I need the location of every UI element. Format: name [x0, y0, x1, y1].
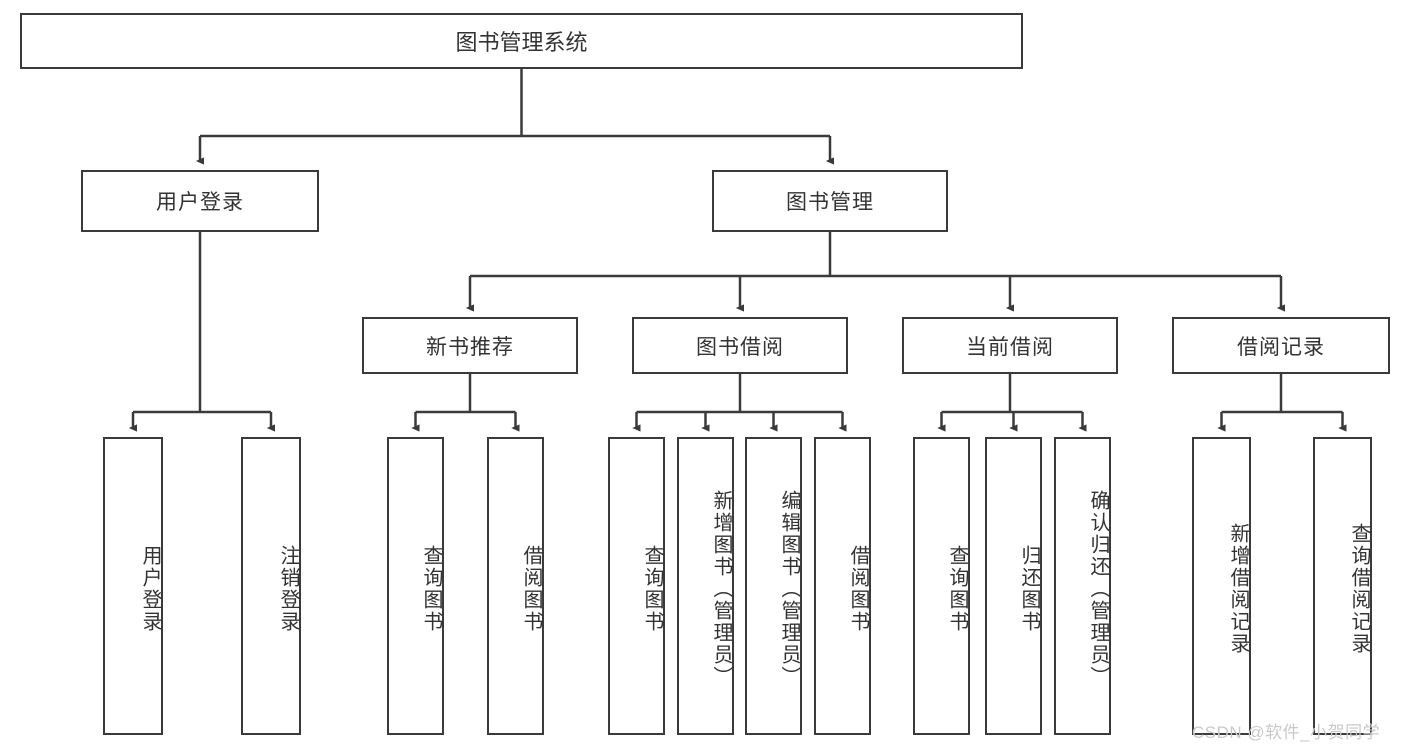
leaf-user-logout[interactable]: 注销登录 — [241, 437, 301, 735]
node-label: 用户登录 — [156, 191, 244, 214]
node-label: 借阅图书 — [520, 545, 542, 633]
node-label: 图书借阅 — [696, 335, 784, 359]
node-label: 新书推荐 — [426, 335, 514, 359]
node-label: 新增借阅记录 — [1227, 523, 1249, 655]
leaf-add-record[interactable]: 新增借阅记录 — [1192, 437, 1251, 735]
node-label: 确认归还（管理员） — [1087, 490, 1109, 688]
node-label: 查询图书 — [420, 545, 442, 633]
node-label: 注销登录 — [277, 545, 299, 633]
node-root[interactable]: 图书管理系统 — [20, 13, 1023, 69]
node-label: 图书管理 — [786, 191, 874, 214]
node-book-borrow[interactable]: 图书借阅 — [632, 317, 848, 374]
leaf-query-book-3[interactable]: 查询图书 — [913, 437, 970, 735]
node-label: 图书管理系统 — [455, 30, 588, 55]
leaf-return-book[interactable]: 归还图书 — [985, 437, 1042, 735]
node-borrow-record[interactable]: 借阅记录 — [1172, 317, 1390, 374]
node-book-manage[interactable]: 图书管理 — [712, 170, 948, 232]
leaf-query-book-1[interactable]: 查询图书 — [387, 437, 444, 735]
node-label: 编辑图书（管理员） — [778, 490, 800, 688]
leaf-query-book-2[interactable]: 查询图书 — [608, 437, 665, 735]
leaf-add-book[interactable]: 新增图书（管理员） — [677, 437, 734, 735]
leaf-confirm-return[interactable]: 确认归还（管理员） — [1054, 437, 1111, 735]
leaf-query-record[interactable]: 查询借阅记录 — [1313, 437, 1372, 735]
node-current-borrow[interactable]: 当前借阅 — [902, 317, 1118, 374]
node-label: 查询图书 — [641, 545, 663, 633]
leaf-borrow-book-1[interactable]: 借阅图书 — [487, 437, 544, 735]
node-label: 用户登录 — [139, 545, 161, 633]
node-label: 借阅记录 — [1237, 335, 1325, 359]
node-new-book-recommend[interactable]: 新书推荐 — [362, 317, 578, 374]
node-label: 借阅图书 — [847, 545, 869, 633]
leaf-borrow-book-2[interactable]: 借阅图书 — [814, 437, 871, 735]
node-label: 查询借阅记录 — [1348, 523, 1370, 655]
node-label: 新增图书（管理员） — [710, 490, 732, 688]
node-user-login[interactable]: 用户登录 — [81, 170, 319, 232]
node-label: 查询图书 — [946, 545, 968, 633]
node-label: 当前借阅 — [966, 335, 1054, 359]
leaf-user-login[interactable]: 用户登录 — [103, 437, 163, 735]
leaf-edit-book[interactable]: 编辑图书（管理员） — [745, 437, 802, 735]
csdn-watermark: CSDN @软件_小贺同学 — [1192, 723, 1381, 742]
node-label: 归还图书 — [1018, 545, 1040, 633]
